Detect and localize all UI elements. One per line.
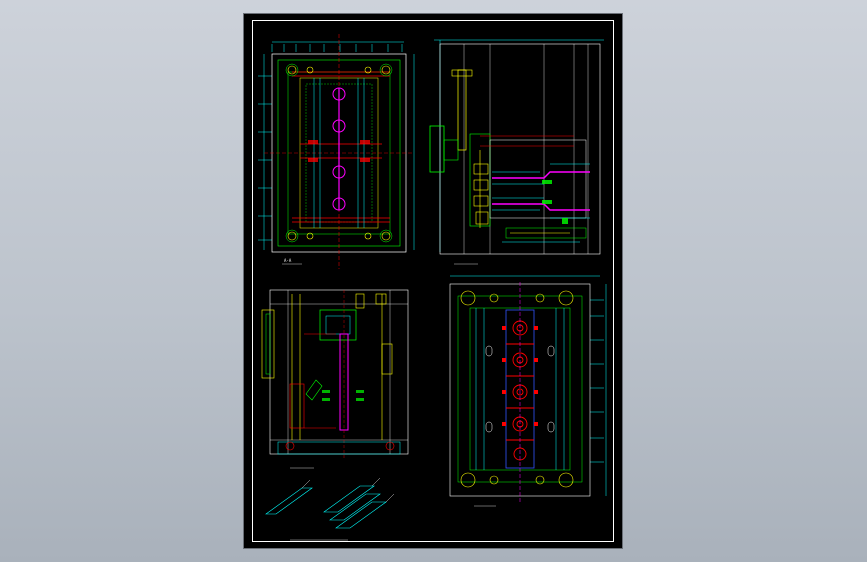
bottom-left-section-view xyxy=(261,289,409,469)
drawing-border-frame xyxy=(252,20,614,542)
slider-isometric-detail xyxy=(265,477,395,541)
top-left-view-caption: A-A xyxy=(284,258,292,263)
cad-drawing-sheet: A-A xyxy=(243,13,623,549)
top-left-cavities xyxy=(332,87,346,211)
top-right-section-view xyxy=(429,39,604,265)
drawing-canvas: A-A xyxy=(258,34,607,541)
top-left-runners xyxy=(292,71,390,223)
top-left-guide-pins xyxy=(287,65,391,241)
bottom-right-plan-view xyxy=(449,275,607,507)
top-left-dimension-lines xyxy=(258,41,415,250)
top-left-plan-view: A-A xyxy=(258,34,415,269)
